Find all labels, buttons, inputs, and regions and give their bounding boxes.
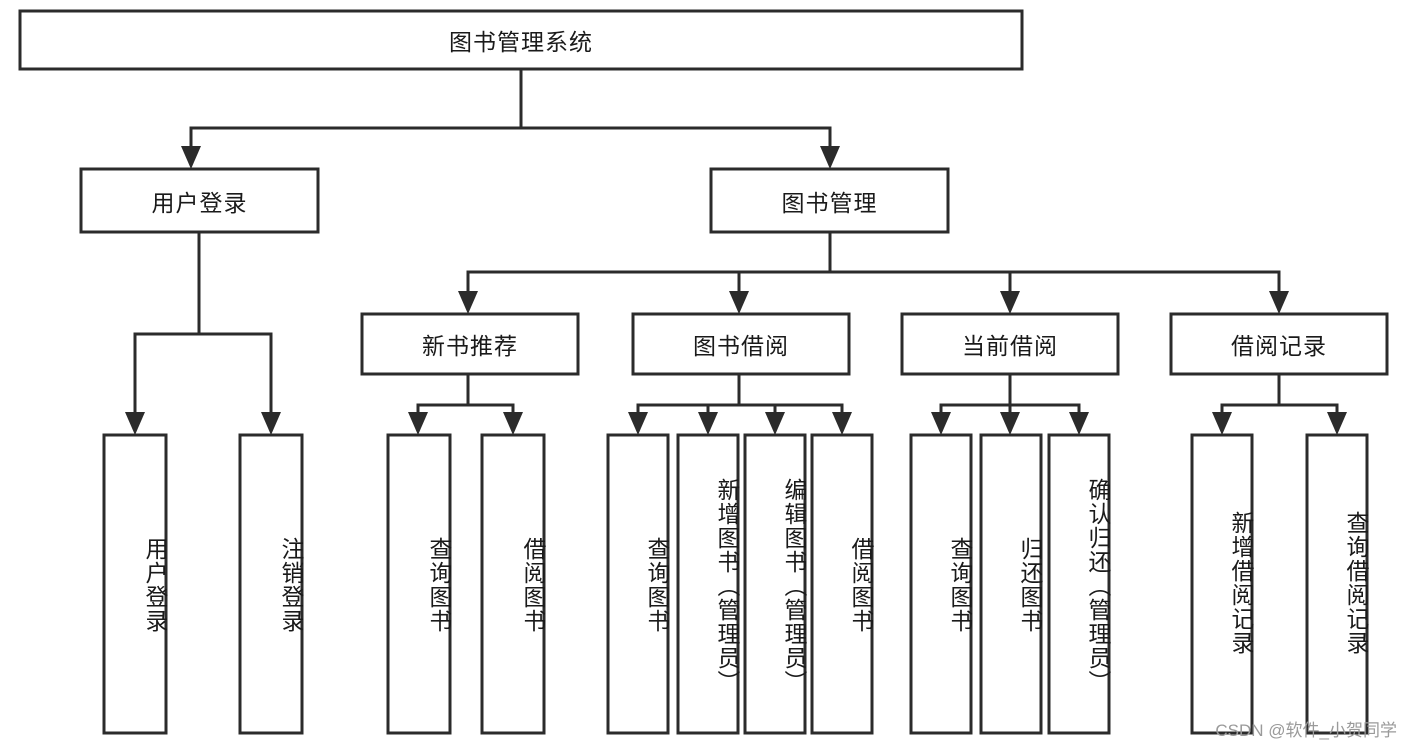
- node-box-book-management[interactable]: [709, 167, 950, 234]
- node-box-new-book-recommend[interactable]: [360, 312, 580, 376]
- arrow-head-user-login: [181, 146, 201, 169]
- node-box-leaf-query-book-2[interactable]: [606, 433, 670, 735]
- node-box-leaf-user-login[interactable]: [102, 433, 168, 735]
- node-box-leaf-query-record[interactable]: [1305, 433, 1369, 735]
- node-box-leaf-return-book[interactable]: [979, 433, 1043, 735]
- edge-book-management-to-level3: [458, 230, 1289, 314]
- edge-borrow-record-to-leaves: [1212, 372, 1347, 435]
- node-box-leaf-logout-login[interactable]: [238, 433, 304, 735]
- node-box-leaf-add-record[interactable]: [1190, 433, 1254, 735]
- node-box-title[interactable]: [18, 9, 1024, 71]
- node-box-leaf-edit-book[interactable]: [743, 433, 807, 735]
- node-box-leaf-confirm-return[interactable]: [1047, 433, 1111, 735]
- edge-user-login-to-leaves: [125, 230, 281, 435]
- edge-new-book-recommend-to-leaves: [408, 372, 523, 435]
- node-box-leaf-query-book-3[interactable]: [909, 433, 973, 735]
- node-box-borrow-record[interactable]: [1169, 312, 1389, 376]
- arrow-head-book-management: [820, 146, 840, 169]
- edge-current-borrow-to-leaves: [931, 372, 1089, 435]
- node-box-current-borrow[interactable]: [900, 312, 1120, 376]
- node-box-book-borrow[interactable]: [631, 312, 851, 376]
- edge-book-borrow-to-leaves: [628, 372, 852, 435]
- node-box-leaf-add-book[interactable]: [676, 433, 740, 735]
- node-box-leaf-borrow-book-1[interactable]: [480, 433, 546, 735]
- node-box-leaf-borrow-book-2[interactable]: [810, 433, 874, 735]
- node-box-leaf-query-book-1[interactable]: [386, 433, 452, 735]
- node-box-user-login[interactable]: [79, 167, 320, 234]
- edge-root-to-level2: [181, 67, 840, 169]
